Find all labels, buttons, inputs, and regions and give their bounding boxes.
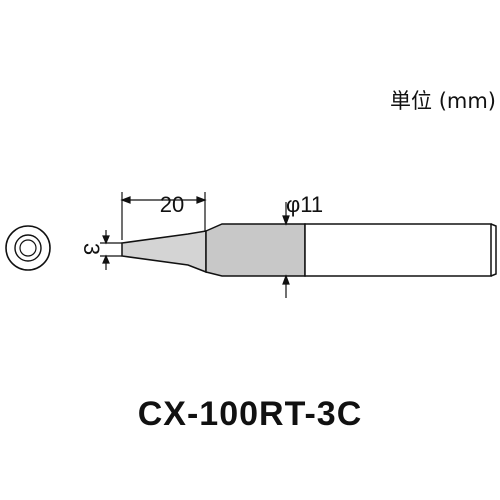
conical-tip	[121, 230, 207, 274]
model-name: CX-100RT-3C	[138, 395, 363, 433]
tip-length-dimension	[120, 192, 207, 240]
soldering-tip-body	[121, 223, 497, 277]
tip-size-label: 3	[79, 243, 104, 255]
unit-label: 単位 (mm)	[390, 89, 496, 113]
diameter-dimension	[282, 202, 290, 298]
shaded-shank	[205, 223, 306, 277]
diameter-label: φ11	[286, 192, 323, 217]
end-view-icon	[5, 225, 51, 271]
tip-size-dimension	[100, 230, 122, 270]
tip-length-label: 20	[160, 192, 184, 217]
shaft	[304, 223, 492, 277]
